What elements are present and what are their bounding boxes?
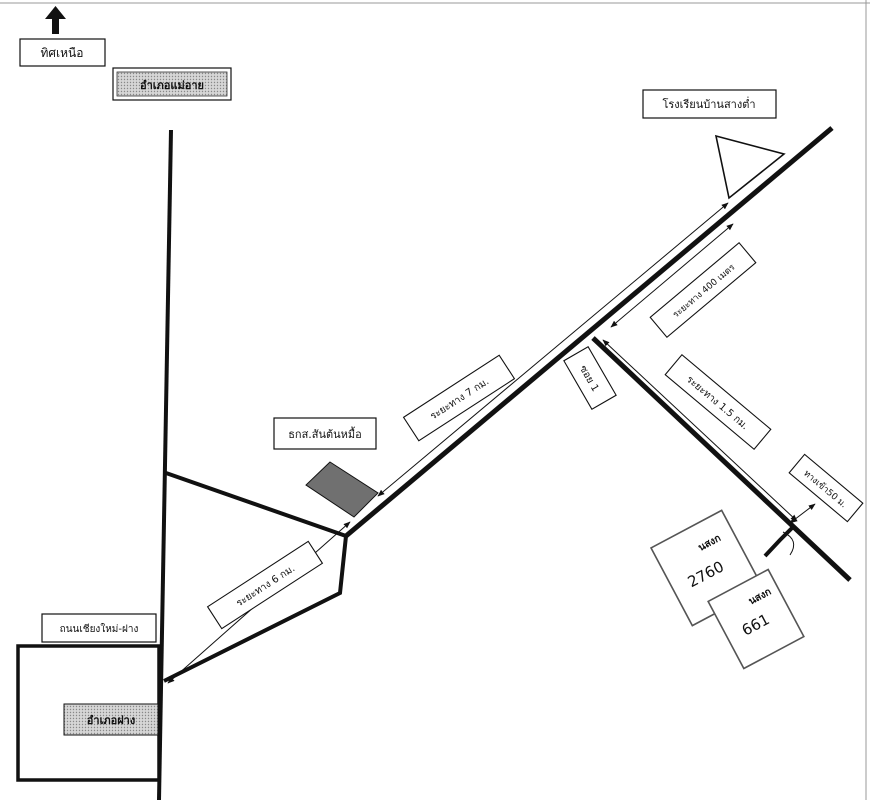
- north-arrow-icon: [45, 6, 66, 34]
- fang-label: อำเภอฝาง: [87, 714, 135, 727]
- distance-box-4: ระยะทาง 1.5 กม.: [664, 353, 772, 451]
- parcel-661: นสงก 661: [707, 568, 805, 670]
- main-vertical-road: [157, 129, 173, 800]
- distance-arrow-2: [377, 202, 729, 497]
- north-label: ทิศเหนือ: [41, 46, 84, 60]
- soi-box: ซอย 1: [563, 345, 617, 411]
- fang-box: อำเภอฝาง: [63, 703, 159, 736]
- baac-label: ธกส.สันต้นหมื้อ: [288, 426, 362, 441]
- diagonal-road: [344, 126, 834, 538]
- distance-arrow-3: [610, 223, 734, 328]
- school-label: โรงเรียนบ้านสางต่ำ: [662, 96, 755, 111]
- distance-box-1: ระยะทาง 6 กม.: [206, 540, 324, 630]
- school-triangle-icon: [714, 134, 786, 200]
- baac-building: [305, 461, 379, 518]
- mae-ai-box: อำเภอแม่อาย: [112, 67, 232, 101]
- road-name-label: ถนนเชียงใหม่-ฝาง: [60, 623, 139, 635]
- school-box: โรงเรียนบ้านสางต่ำ: [642, 89, 777, 119]
- distance-arrow-4: [602, 339, 798, 522]
- distance-box-3: ระยะทาง 400 เมตร: [649, 241, 757, 339]
- entrance-curve: [782, 531, 795, 556]
- mae-ai-label: อำเภอแม่อาย: [140, 79, 204, 92]
- entrance-road: [763, 524, 796, 558]
- baac-box: ธกส.สันต้นหมื้อ: [273, 417, 377, 450]
- road-name-box: ถนนเชียงใหม่-ฝาง: [41, 613, 157, 643]
- entrance-box: ทางเข้า50 ม.: [788, 453, 864, 523]
- north-label-box: ทิศเหนือ: [19, 38, 106, 67]
- entrance-arrow: [789, 503, 816, 524]
